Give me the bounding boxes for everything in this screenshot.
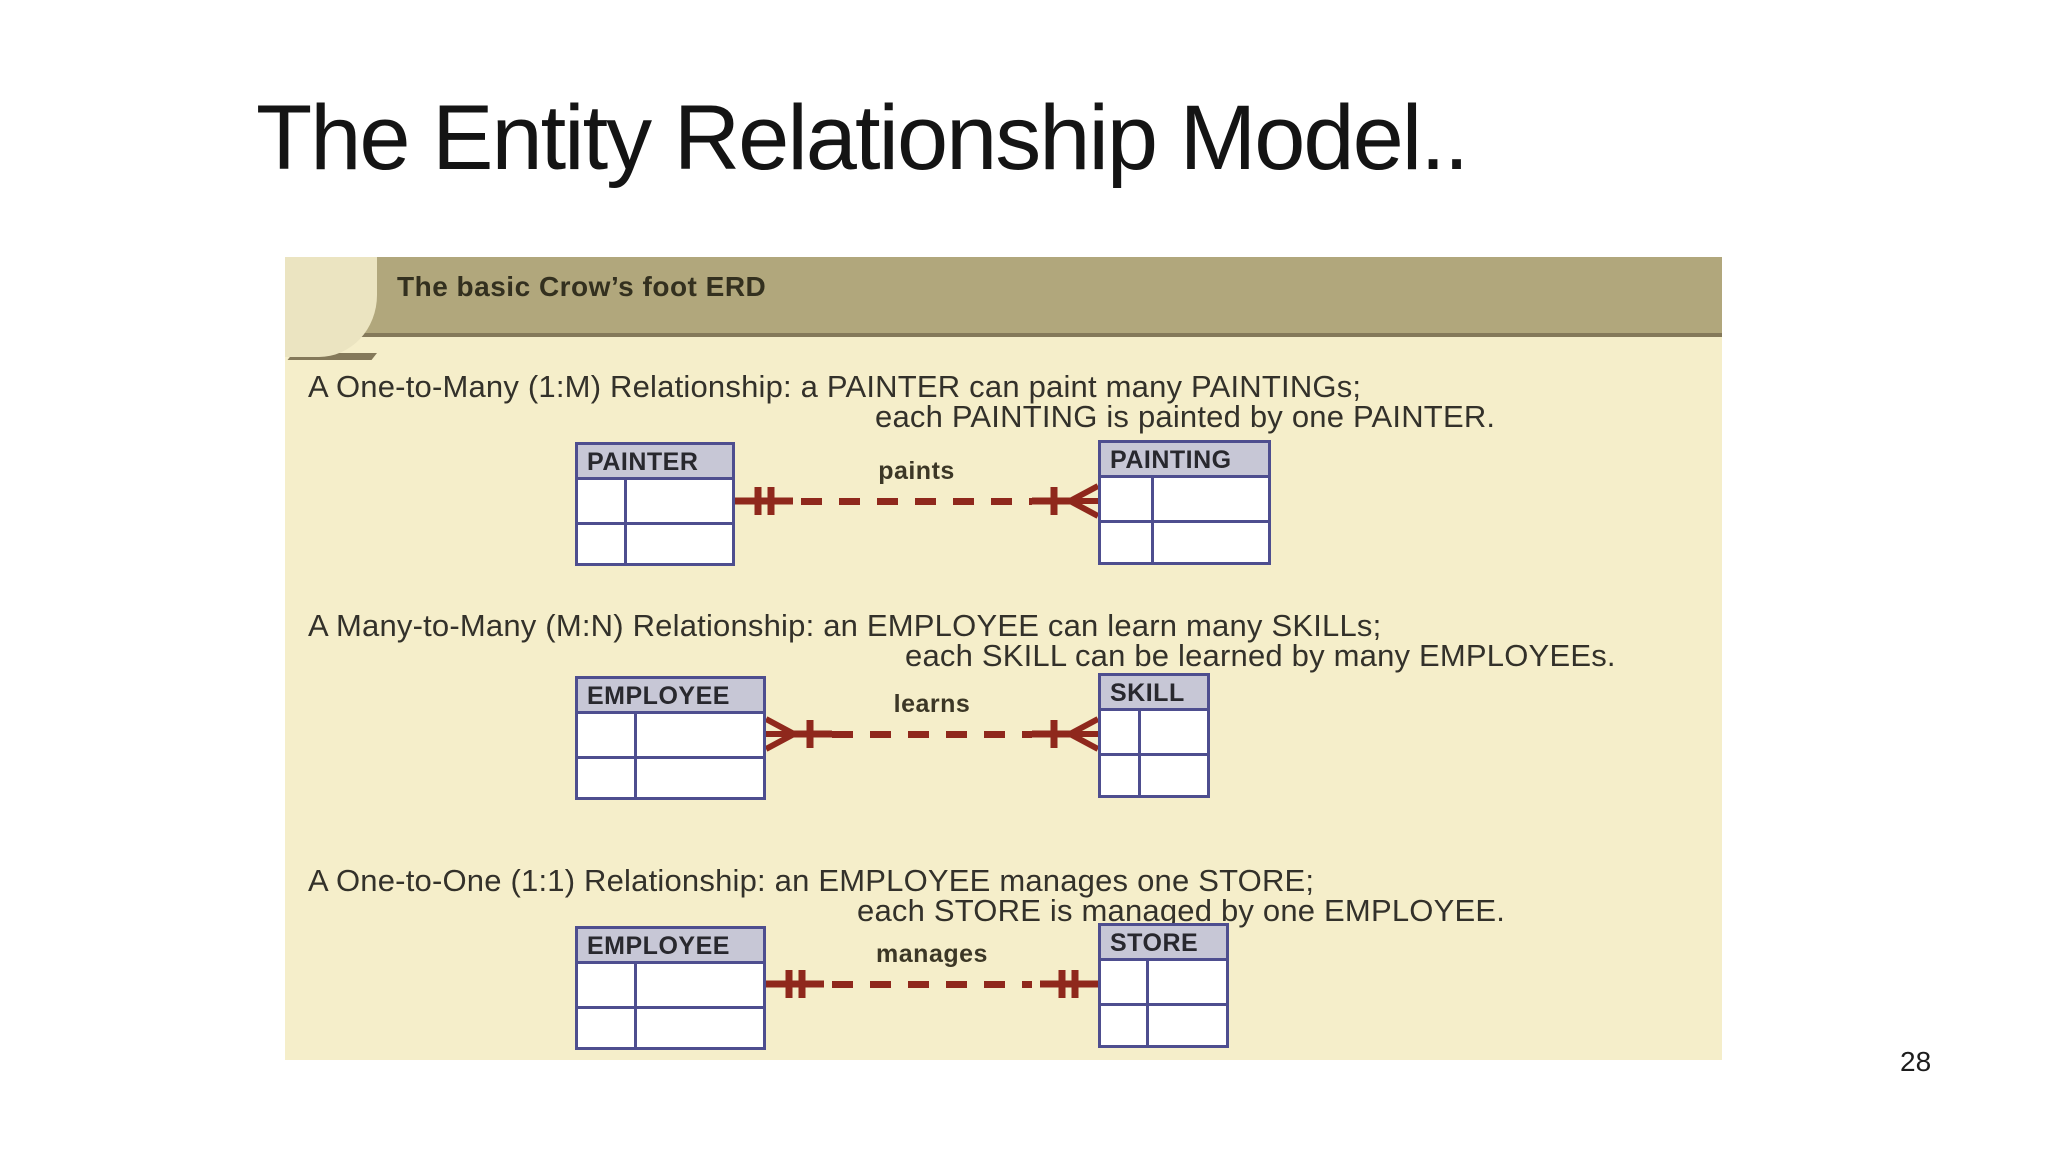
relationship-dashed-line <box>832 730 1032 738</box>
crow-foot-many-icon <box>1032 714 1098 754</box>
entity-employee: EMPLOYEE <box>575 676 766 800</box>
entity-skill-name: SKILL <box>1101 676 1207 711</box>
section-2-line-2: each SKILL can be learned by many EMPLOY… <box>905 638 1616 673</box>
section-1-line-1: A One-to-Many (1:M) Relationship: a PAIN… <box>308 369 1362 404</box>
relationship-learns-connector: learns <box>766 690 1098 754</box>
cardinality-one-icon <box>1032 964 1098 1004</box>
entity-painting: PAINTING <box>1098 440 1271 565</box>
relationship-verb-label: learns <box>893 690 971 718</box>
panel-header-band: The basic Crow’s foot ERD <box>285 257 1722 337</box>
relationship-dashed-line <box>801 497 1032 505</box>
relationship-verb-label: manages <box>876 940 988 968</box>
cardinality-one-icon <box>735 481 801 521</box>
relationship-dashed-line <box>832 980 1032 988</box>
entity-attribute-grid <box>578 480 732 563</box>
section-1-line-2: each PAINTING is painted by one PAINTER. <box>875 399 1496 434</box>
relationship-manages-connector: manages <box>766 940 1098 1004</box>
section-3-line-1: A One-to-One (1:1) Relationship: an EMPL… <box>308 863 1315 898</box>
panel-title: The basic Crow’s foot ERD <box>397 271 767 302</box>
page-number: 28 <box>1900 1046 1932 1077</box>
entity-employee-name: EMPLOYEE <box>578 679 763 714</box>
entity-attribute-grid <box>1101 711 1207 795</box>
section-2-line-1: A Many-to-Many (M:N) Relationship: an EM… <box>308 608 1382 643</box>
relationship-paints-connector: paints <box>735 457 1098 521</box>
erd-panel: The basic Crow’s foot ERD A One-to-Many … <box>285 257 1722 1060</box>
page-curl-decoration <box>285 257 377 357</box>
entity-skill: SKILL <box>1098 673 1210 798</box>
entity-painter-name: PAINTER <box>578 445 732 480</box>
entity-attribute-grid <box>578 964 763 1047</box>
slide-title: The Entity Relationship Model.. <box>256 87 1469 189</box>
section-3-line-2: each STORE is managed by one EMPLOYEE. <box>857 893 1506 928</box>
crow-foot-many-icon <box>1032 481 1098 521</box>
cardinality-one-icon <box>766 964 832 1004</box>
entity-store: STORE <box>1098 923 1229 1048</box>
entity-store-name: STORE <box>1101 926 1226 961</box>
entity-attribute-grid <box>1101 961 1226 1045</box>
entity-attribute-grid <box>1101 478 1268 562</box>
entity-employee-name: EMPLOYEE <box>578 929 763 964</box>
entity-painting-name: PAINTING <box>1101 443 1268 478</box>
entity-attribute-grid <box>578 714 763 797</box>
entity-employee-2: EMPLOYEE <box>575 926 766 1050</box>
entity-painter: PAINTER <box>575 442 735 566</box>
relationship-verb-label: paints <box>878 457 955 485</box>
crow-foot-many-icon <box>766 714 832 754</box>
